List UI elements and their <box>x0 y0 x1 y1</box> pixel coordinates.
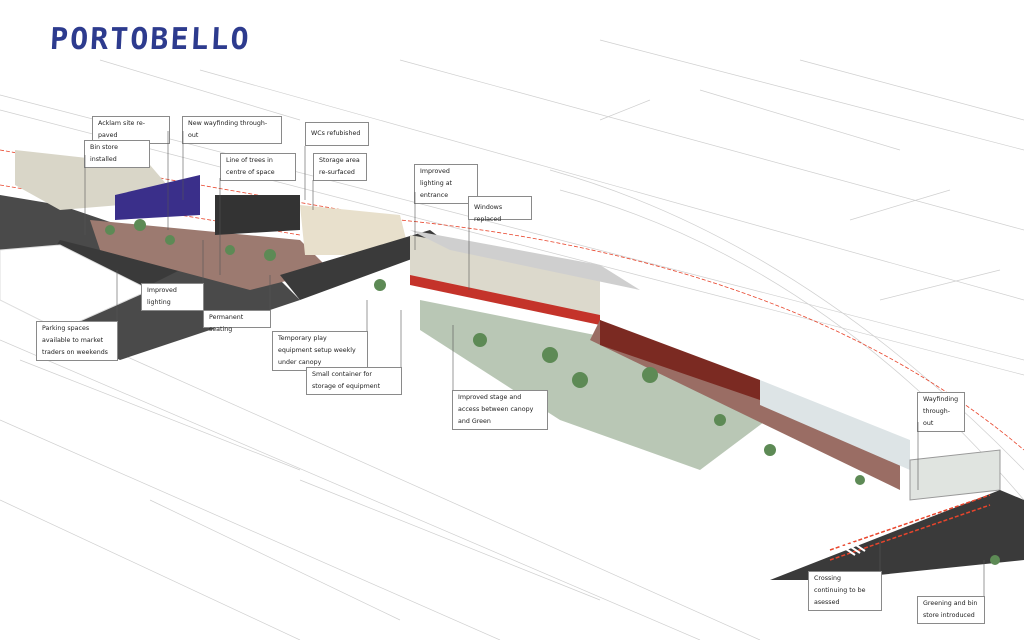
label-improved-lighting: Improved lighting <box>141 283 204 311</box>
label-bin-store: Bin store installed <box>84 140 150 168</box>
crossing-boundary <box>829 494 991 561</box>
label-acklam-repaved: Acklam site re-paved <box>92 116 170 144</box>
station-building <box>909 449 1001 501</box>
dark-building <box>215 195 300 235</box>
junction-road <box>280 230 450 300</box>
trees <box>105 219 1000 565</box>
label-crossing: Crossing continuing to be asessed <box>808 571 882 611</box>
canopy-roof <box>410 230 640 290</box>
label-permanent-seating: Permanent seating <box>203 310 271 333</box>
glass-facade <box>760 380 910 470</box>
label-lighting-entrance: Improved lighting at entrance <box>414 164 478 204</box>
page-title: PORTOBELLO <box>49 22 252 57</box>
blue-building <box>115 175 200 220</box>
label-play-equipment: Temporary play equipment setup weekly un… <box>272 331 368 371</box>
cream-building <box>300 205 410 255</box>
label-new-wayfinding: New wayfinding through-out <box>182 116 282 144</box>
canopy-strip <box>410 235 600 320</box>
shopfront-red <box>410 275 600 325</box>
green-space <box>420 300 780 470</box>
label-greening: Greening and bin store introduced <box>917 596 985 624</box>
acklam-market-paving <box>90 220 330 290</box>
label-windows: Windows replaced <box>468 196 532 223</box>
label-wcs: WCs refubished <box>305 122 369 146</box>
label-container: Small container for storage of equipment <box>306 367 402 395</box>
white-plot <box>0 244 152 331</box>
zebra-crossing <box>839 540 866 556</box>
label-stage: Improved stage and access between canopy… <box>452 390 548 430</box>
label-wayfinding: Wayfinding through-out <box>917 392 965 432</box>
label-trees-centre: Line of trees in centre of space <box>220 153 296 181</box>
label-storage-area: Storage area re-surfaced <box>313 153 367 181</box>
label-parking: Parking spaces available to market trade… <box>36 321 118 361</box>
brick-building <box>600 320 760 400</box>
street-south <box>770 490 1024 580</box>
